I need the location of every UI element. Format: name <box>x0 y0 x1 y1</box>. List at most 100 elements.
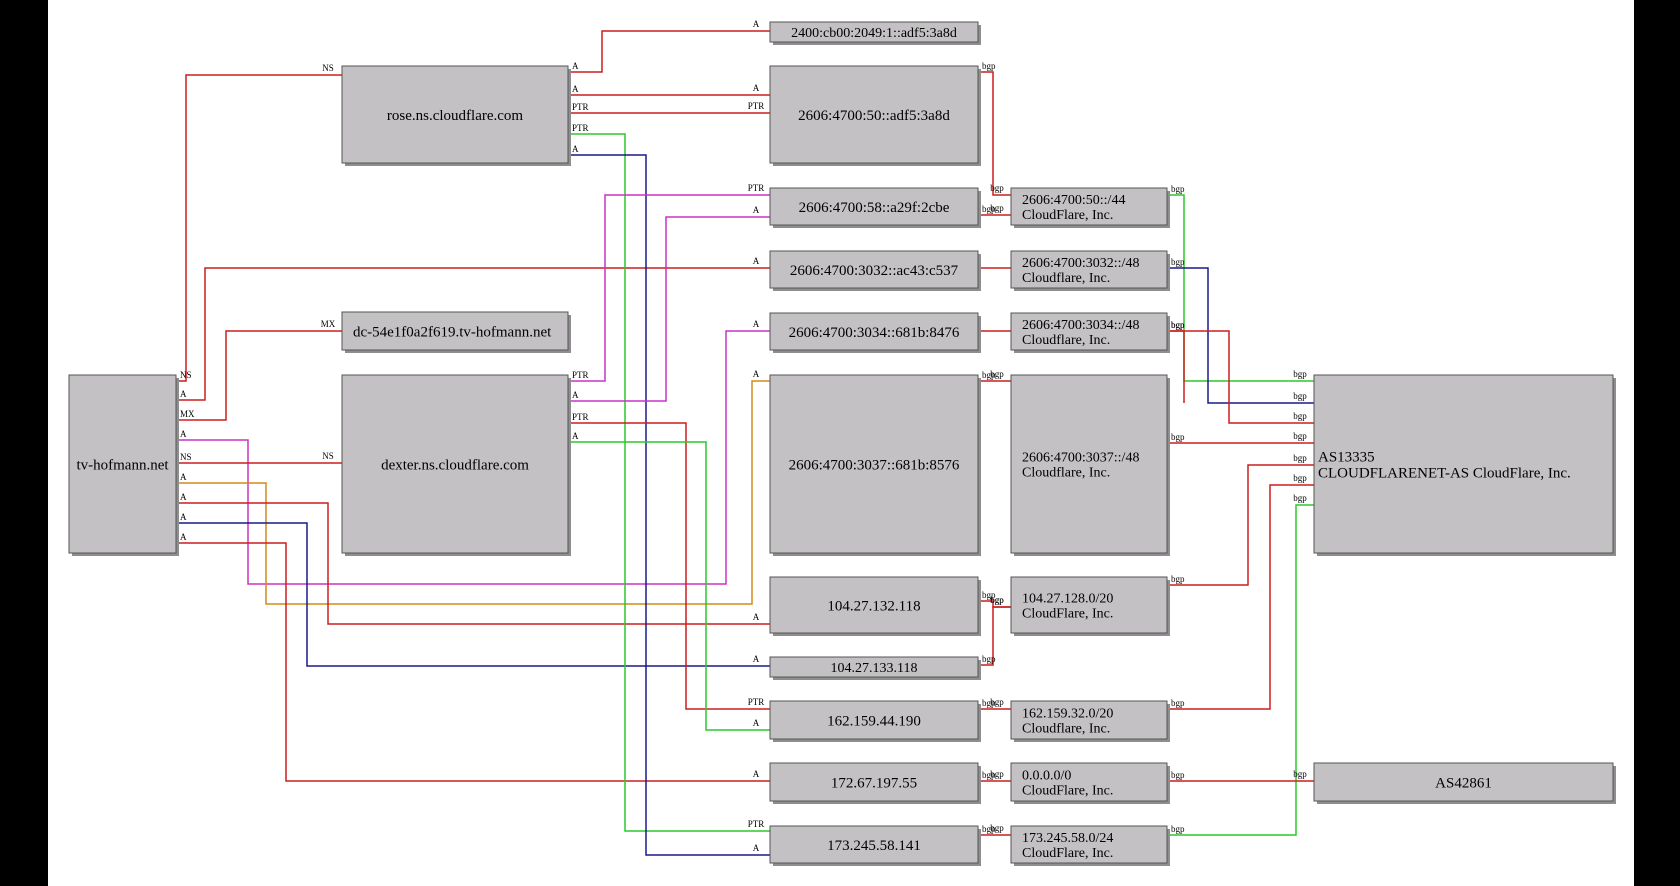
edge-label-source: bgp <box>1171 320 1185 330</box>
edge-label-source: bgp <box>982 654 996 664</box>
edge-dexter-ip_162: AA <box>568 431 770 731</box>
node-ip-2400[interactable]: 2400:cb00:2049:1::adf5:3a8d <box>769 21 981 45</box>
edge-line <box>568 194 770 382</box>
edge-line <box>1167 484 1314 710</box>
node-box <box>1010 825 1168 864</box>
edge-line <box>176 330 770 585</box>
edge-label-target: PTR <box>748 101 765 111</box>
node-box <box>1313 762 1614 802</box>
edge-line <box>176 330 342 421</box>
node-label: 104.27.132.118 <box>827 598 920 614</box>
node-label: 2400:cb00:2049:1::adf5:3a8d <box>791 26 957 41</box>
edge-label-source: bgp <box>1171 574 1185 584</box>
node-as42861[interactable]: AS42861 <box>1313 762 1616 804</box>
edge-label-target: bgp <box>990 823 1004 833</box>
node-label: 104.27.133.118 <box>831 661 918 676</box>
edge-root-ip_172: AA <box>176 532 770 782</box>
edge-line <box>1167 504 1314 836</box>
node-box <box>769 250 979 289</box>
edge-root-ip_3034: AA <box>176 319 770 585</box>
edge-label-source: bgp <box>982 61 996 71</box>
node-label: AS13335 <box>1318 449 1375 465</box>
edge-root-rose: NS NS <box>176 63 342 382</box>
node-label: 2606:4700:3034::681b:8476 <box>789 325 960 341</box>
node-ip-3034[interactable]: 2606:4700:3034::681b:8476 <box>769 312 981 353</box>
node-label: Cloudflare, Inc. <box>1022 271 1110 286</box>
node-ip-172[interactable]: 172.67.197.55 <box>769 762 981 804</box>
edge-label-source: PTR <box>572 123 589 133</box>
edge-label-target: bgp <box>1293 411 1307 421</box>
edge-label-target: bgp <box>1293 473 1307 483</box>
edge-label-target: A <box>753 654 760 664</box>
node-ip-173[interactable]: 173.245.58.141 <box>769 825 981 866</box>
edge-line <box>568 422 770 710</box>
edge-label-target: NS <box>322 451 334 461</box>
node-ip-3032[interactable]: 2606:4700:3032::ac43:c537 <box>769 250 981 291</box>
edge-label-target: A <box>753 369 760 379</box>
node-ip-104-133[interactable]: 104.27.133.118 <box>769 656 981 680</box>
edge-label-source: A <box>180 429 187 439</box>
edge-rose-ip_173: AA <box>568 144 770 856</box>
node-box <box>1010 700 1168 740</box>
node-root[interactable]: tv-hofmann.net <box>68 374 179 556</box>
node-box <box>769 312 979 351</box>
edge-label-target: NS <box>322 63 334 73</box>
edge-line <box>176 267 770 401</box>
node-mx[interactable]: dc-54e1f0a2f619.tv-hofmann.net <box>341 311 571 353</box>
edge-label-source: A <box>572 84 579 94</box>
edge-net_3032-as13335: bgp bgp <box>1167 257 1314 404</box>
edge-line <box>568 216 770 402</box>
edge-label-source: bgp <box>1171 770 1185 780</box>
node-ip-3037[interactable]: 2606:4700:3037::681b:8576 <box>769 374 981 556</box>
node-ip-50[interactable]: 2606:4700:50::adf5:3a8d <box>769 65 981 166</box>
edge-label-source: PTR <box>572 412 589 422</box>
edge-rose-ip_173: PTR PTR <box>568 123 770 832</box>
edge-line <box>176 74 342 382</box>
edge-rose-ip_2400: AA <box>568 19 770 73</box>
node-box <box>1010 576 1168 634</box>
edge-label-target: PTR <box>748 819 765 829</box>
node-ip-162[interactable]: 162.159.44.190 <box>769 700 981 742</box>
edge-label-source: NS <box>180 370 192 380</box>
node-label: 2606:4700:3037::/48 <box>1022 450 1139 465</box>
edge-label-source: A <box>180 389 187 399</box>
node-box <box>769 21 979 43</box>
edge-line <box>568 133 770 832</box>
edge-line <box>568 441 770 731</box>
edge-label-target: PTR <box>748 697 765 707</box>
edge-label-target: bgp <box>1293 369 1307 379</box>
node-ip-58[interactable]: 2606:4700:58::a29f:2cbe <box>769 187 981 228</box>
node-label: rose.ns.cloudflare.com <box>387 108 524 124</box>
edge-line <box>978 606 1011 666</box>
node-dexter[interactable]: dexter.ns.cloudflare.com <box>341 374 571 556</box>
edge-label-target: bgp <box>1293 493 1307 503</box>
edge-net_104-as13335: bgp bgp <box>1167 453 1314 586</box>
edge-label-target: PTR <box>748 183 765 193</box>
edge-line <box>1167 464 1314 586</box>
edge-label-source: bgp <box>1171 824 1185 834</box>
node-ip-104-132[interactable]: 104.27.132.118 <box>769 576 981 636</box>
node-label: 2606:4700:3037::681b:8576 <box>789 457 960 473</box>
edge-label-source: PTR <box>572 370 589 380</box>
edge-line <box>176 522 770 667</box>
node-rose[interactable]: rose.ns.cloudflare.com <box>341 65 571 166</box>
edge-label-target: A <box>753 83 760 93</box>
edge-label-target: bgp <box>990 203 1004 213</box>
edge-label-target: A <box>753 718 760 728</box>
node-box <box>769 825 979 864</box>
node-label: Cloudflare, Inc. <box>1022 333 1110 348</box>
edge-root-ip_104_132: AA <box>176 492 770 625</box>
